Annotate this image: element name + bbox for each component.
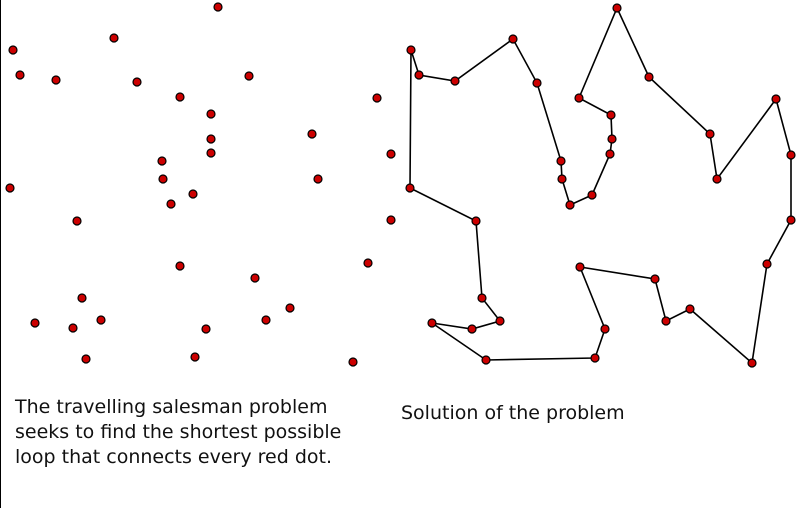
red-dot xyxy=(175,92,185,102)
red-dot xyxy=(72,216,82,226)
red-dot xyxy=(600,324,610,334)
red-dot xyxy=(414,70,424,80)
red-dot xyxy=(786,150,796,160)
red-dot xyxy=(313,174,323,184)
red-dot xyxy=(285,303,295,313)
red-dot xyxy=(5,183,15,193)
red-dot xyxy=(557,174,567,184)
red-dot xyxy=(762,259,772,269)
red-dot xyxy=(166,199,176,209)
red-dot xyxy=(15,70,25,80)
red-dot xyxy=(467,324,477,334)
red-dot xyxy=(685,304,695,314)
red-dot xyxy=(30,318,40,328)
red-dot xyxy=(206,109,216,119)
red-dot xyxy=(607,134,617,144)
red-dot xyxy=(132,77,142,87)
red-dot xyxy=(786,215,796,225)
solution-dots xyxy=(405,3,796,368)
red-dot xyxy=(406,45,416,55)
solution-tour-path xyxy=(409,6,792,365)
red-dot xyxy=(650,274,660,284)
red-dot xyxy=(261,315,271,325)
red-dot xyxy=(372,93,382,103)
red-dot xyxy=(250,273,260,283)
red-dot xyxy=(565,200,575,210)
red-dot xyxy=(508,34,518,44)
red-dot xyxy=(574,93,584,103)
red-dot xyxy=(206,148,216,158)
red-dot xyxy=(190,352,200,362)
red-dot xyxy=(68,323,78,333)
red-dot xyxy=(477,293,487,303)
problem-caption: The travelling salesman problem seeks to… xyxy=(15,396,342,468)
red-dot xyxy=(450,76,460,86)
red-dot xyxy=(109,33,119,43)
red-dot xyxy=(188,189,198,199)
red-dot xyxy=(427,318,437,328)
red-dot xyxy=(307,129,317,139)
red-dot xyxy=(590,353,600,363)
red-dot xyxy=(644,72,654,82)
red-dot xyxy=(405,183,415,193)
red-dot xyxy=(386,215,396,225)
red-dot xyxy=(157,156,167,166)
red-dot xyxy=(77,293,87,303)
red-dot xyxy=(605,149,615,159)
red-dot xyxy=(612,3,622,13)
red-dot xyxy=(244,71,254,81)
red-dot xyxy=(348,357,358,367)
red-dot xyxy=(213,2,223,12)
red-dot xyxy=(386,149,396,159)
left-border xyxy=(0,0,1,508)
red-dot xyxy=(51,75,61,85)
red-dot xyxy=(8,45,18,55)
red-dot xyxy=(532,78,542,88)
red-dot xyxy=(206,134,216,144)
unsolved-dots xyxy=(5,2,396,367)
red-dot xyxy=(495,316,505,326)
red-dot xyxy=(712,174,722,184)
red-dot xyxy=(606,110,616,120)
red-dot xyxy=(556,156,566,166)
red-dot xyxy=(471,216,481,226)
red-dot xyxy=(81,354,91,364)
red-dot xyxy=(661,316,671,326)
red-dot xyxy=(705,129,715,139)
red-dot xyxy=(587,190,597,200)
solution-caption: Solution of the problem xyxy=(401,402,625,424)
red-dot xyxy=(363,258,373,268)
red-dot xyxy=(771,94,781,104)
red-dot xyxy=(175,261,185,271)
red-dot xyxy=(201,324,211,334)
red-dot xyxy=(575,262,585,272)
red-dot xyxy=(96,315,106,325)
red-dot xyxy=(747,358,757,368)
red-dot xyxy=(481,355,491,365)
red-dot xyxy=(158,174,168,184)
